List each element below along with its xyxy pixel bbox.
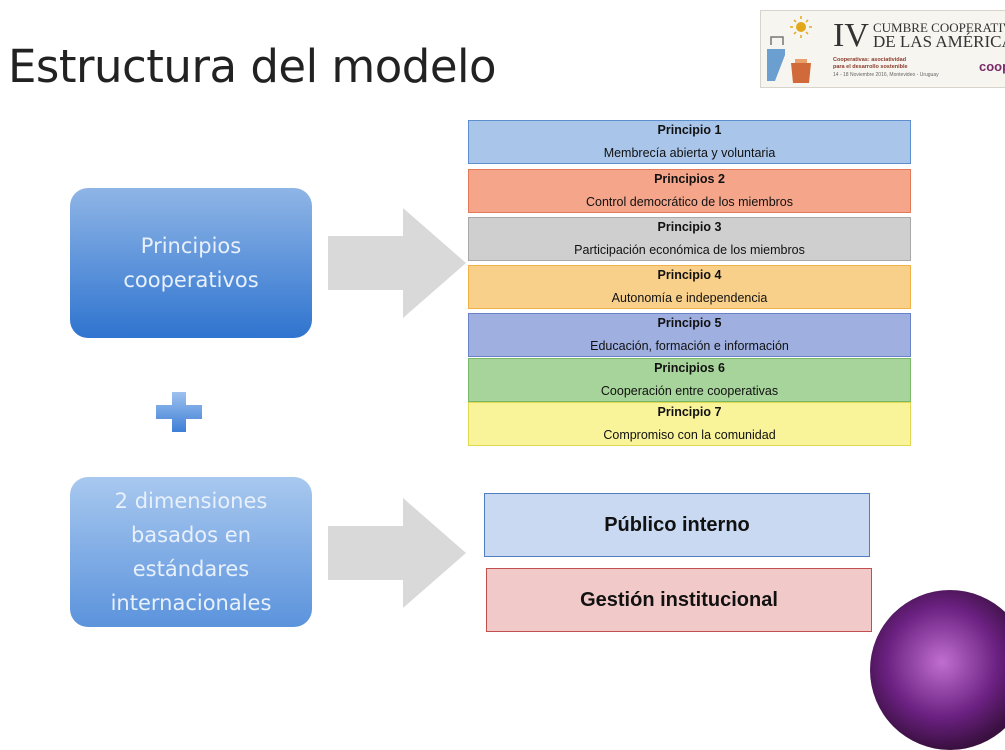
principle-description: Membrecía abierta y voluntaria xyxy=(603,146,776,160)
principle-row: Principio 5 Educación, formación e inform… xyxy=(468,313,911,357)
principle-description: Control democrático de los miembros xyxy=(585,195,794,209)
principle-row: Principios 2 Control democrático de los m… xyxy=(468,169,911,213)
logo-subtitle-3: 14 - 18 Noviembre 2016, Montevideo - Uru… xyxy=(833,72,939,78)
principle-row: Principio 1 Membrecía abierta y voluntari… xyxy=(468,120,911,164)
publico-interno-box: Público interno xyxy=(484,493,870,557)
logo-line-2: DE LAS AMÉRICAS xyxy=(873,32,1005,51)
arrow-right-icon xyxy=(328,208,466,318)
principle-description: Cooperación entre cooperativas xyxy=(600,384,779,398)
arrow-right-icon xyxy=(328,498,466,608)
slide-title: Estructura del modelo xyxy=(8,40,497,93)
principle-description: Educación, formación e información xyxy=(590,339,789,353)
logo-line-1: CUMBRE COOPERATIVA xyxy=(873,20,1005,35)
principle-description: Compromiso con la comunidad xyxy=(603,428,776,442)
principle-heading: Principios 2 xyxy=(654,172,725,186)
principle-row: Principio 4 Autonomía e independencia xyxy=(468,265,911,309)
plus-icon xyxy=(156,392,202,432)
principle-description: Autonomía e independencia xyxy=(611,291,768,305)
principle-row: Principio 3 Participación económica de lo… xyxy=(468,217,911,261)
principle-description: Participación económica de los miembros xyxy=(574,243,805,257)
principle-heading: Principio 3 xyxy=(657,220,722,234)
principle-row: Principio 7 Compromiso con la comunidad xyxy=(468,402,911,446)
principle-heading: Principio 7 xyxy=(657,405,722,419)
corner-decoration-image xyxy=(870,590,1005,750)
summit-logo: IV CUMBRE COOPERATIVA DE LAS AMÉRICAS Co… xyxy=(760,10,1005,88)
logo-subtitle-2: para el desarrollo sostenible xyxy=(833,64,908,70)
summit-emblem-icon xyxy=(767,16,812,83)
gestion-institucional-box: Gestión institucional xyxy=(486,568,872,632)
principle-heading: Principio 5 xyxy=(657,316,722,330)
coop-logo-mark: coop xyxy=(979,59,1005,74)
logo-subtitle-1: Cooperativas: asociatividad xyxy=(833,57,907,63)
principios-cooperativos-box: Principios cooperativos xyxy=(70,188,312,338)
principle-heading: Principio 4 xyxy=(657,268,722,282)
logo-numeral: IV xyxy=(833,17,869,54)
principle-row: Principios 6 Cooperación entre cooperativ… xyxy=(468,358,911,402)
dimensiones-box: 2 dimensiones basados en estándares inte… xyxy=(70,477,312,627)
principle-heading: Principio 1 xyxy=(657,123,722,137)
principle-heading: Principios 6 xyxy=(654,361,725,375)
